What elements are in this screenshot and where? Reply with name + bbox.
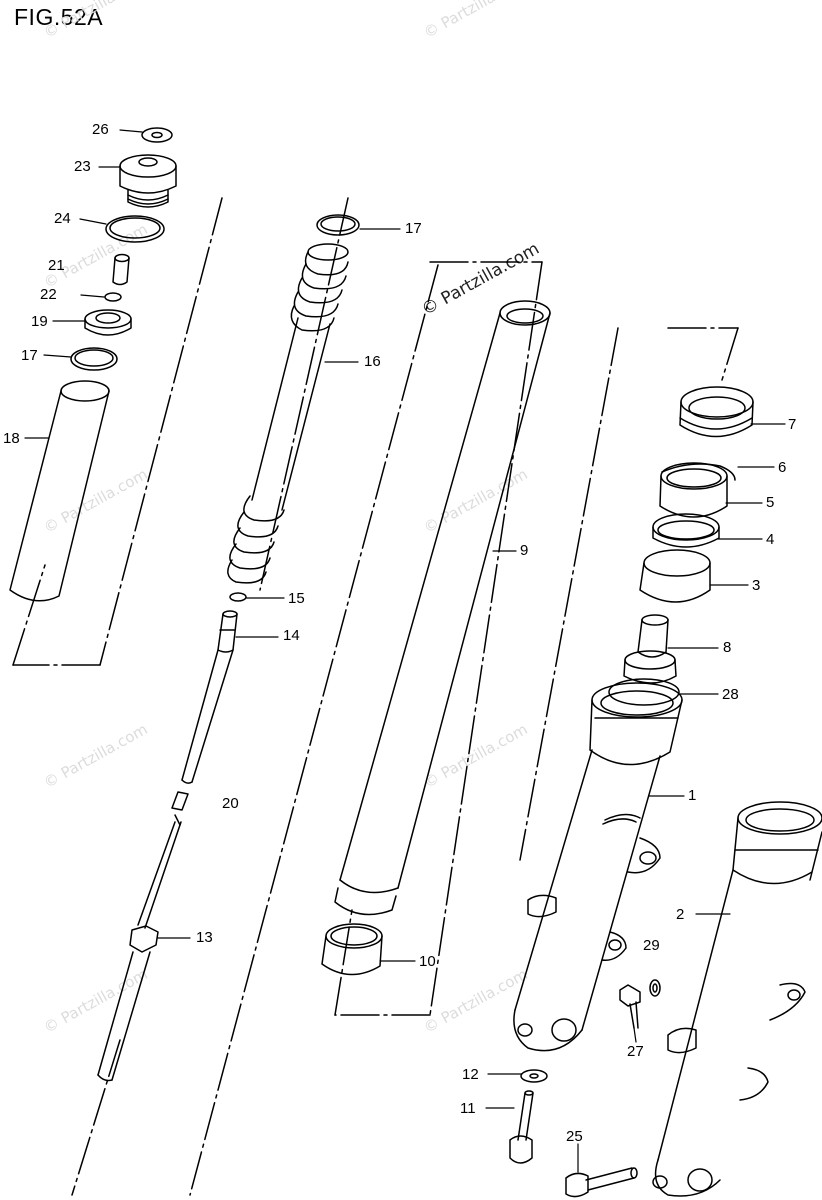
part-15-ring — [229, 592, 247, 602]
callout-7: 7 — [788, 416, 797, 433]
part-26-washer — [141, 127, 173, 143]
callout-4: 4 — [766, 531, 775, 548]
leader-lines — [24, 129, 786, 1173]
callout-19: 19 — [31, 313, 48, 330]
callout-20: 20 — [222, 795, 239, 812]
part-5-spacer — [659, 462, 728, 518]
part-16-spring — [227, 243, 349, 584]
callout-15: 15 — [288, 590, 305, 607]
part-8-damper-cylinder — [623, 614, 677, 684]
part-2-outer-tube — [652, 801, 822, 1197]
callout-17-right: 17 — [405, 220, 422, 237]
assembly-frame-lines — [12, 197, 739, 1196]
callout-24: 24 — [54, 210, 71, 227]
part-20-pieces — [137, 791, 189, 929]
callout-13: 13 — [196, 929, 213, 946]
callout-12: 12 — [462, 1066, 479, 1083]
part-25-axle-bolt — [565, 1167, 638, 1198]
part-14-rod-top — [181, 610, 238, 784]
part-12-washer — [520, 1069, 548, 1083]
callout-26: 26 — [92, 121, 109, 138]
fig-title: FIG.52A — [14, 4, 104, 30]
part-28-ring — [608, 678, 680, 706]
callout-2: 2 — [676, 906, 685, 923]
part-7-oil-seal — [679, 386, 754, 438]
callout-1: 1 — [688, 787, 697, 804]
callout-25: 25 — [566, 1128, 583, 1145]
part-4-bushing — [652, 513, 720, 548]
part-11-bolt — [509, 1090, 534, 1164]
callout-22: 22 — [40, 286, 57, 303]
callout-21: 21 — [48, 257, 65, 274]
part-10-bushing — [321, 923, 383, 976]
callout-6: 6 — [778, 459, 787, 476]
callout-10: 10 — [419, 953, 436, 970]
callout-18: 18 — [3, 430, 20, 447]
callout-16: 16 — [364, 353, 381, 370]
callout-3: 3 — [752, 577, 761, 594]
part-13-lower-rod — [97, 925, 159, 1082]
callout-14: 14 — [283, 627, 300, 644]
callout-28: 28 — [722, 686, 739, 703]
part-21-spacer — [112, 253, 130, 286]
callout-17-left: 17 — [21, 347, 38, 364]
callout-5: 5 — [766, 494, 775, 511]
part-23-cap-bolt — [119, 154, 177, 208]
part-9-inner-tube — [334, 300, 551, 916]
callout-23: 23 — [74, 158, 91, 175]
part-6-stopper-ring — [661, 463, 736, 481]
part-19-seat — [84, 309, 132, 336]
part-17-ring-left — [70, 347, 118, 371]
part-22-ring — [104, 292, 122, 302]
callout-29: 29 — [643, 937, 660, 954]
part-1-outer-tube — [513, 682, 683, 1052]
callout-27: 27 — [627, 1043, 644, 1060]
part-24-o-ring — [105, 215, 165, 243]
part-27-bleed-screw — [619, 984, 641, 1029]
part-17-ring-right — [316, 214, 360, 236]
part-18-spacer-tube — [9, 380, 110, 602]
callout-8: 8 — [723, 639, 732, 656]
part-3-bushing — [639, 549, 711, 603]
part-29-washer — [649, 979, 661, 997]
callout-9: 9 — [520, 542, 529, 559]
callout-11: 11 — [460, 1100, 476, 1117]
